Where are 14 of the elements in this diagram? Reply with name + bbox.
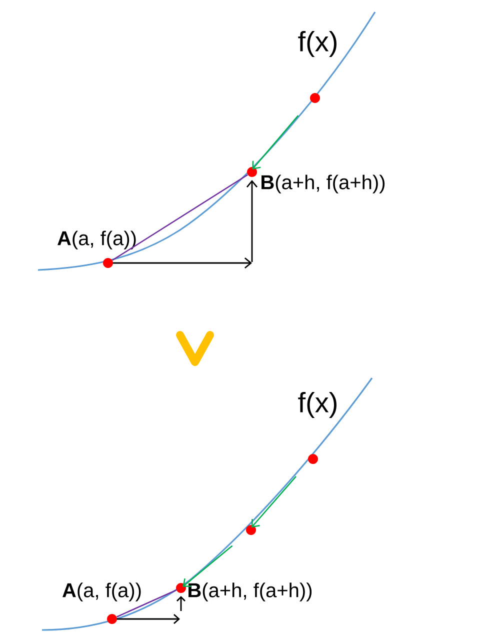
arrow bbox=[252, 115, 299, 170]
function-label: f(x) bbox=[298, 30, 336, 58]
point-label: B(a+h, f(a+h)) bbox=[262, 174, 385, 194]
secant-line bbox=[116, 590, 177, 618]
point bbox=[246, 525, 256, 535]
point-label: B(a+h, f(a+h)) bbox=[188, 582, 312, 602]
point bbox=[310, 93, 320, 103]
function-label: f(x) bbox=[298, 392, 336, 418]
arrow bbox=[182, 545, 233, 587]
point bbox=[308, 454, 318, 464]
arrow bbox=[251, 476, 296, 528]
point-label: A(a, f(a)) bbox=[58, 230, 136, 250]
secant-line bbox=[112, 174, 248, 261]
point-label: A(a, f(a)) bbox=[62, 582, 141, 602]
